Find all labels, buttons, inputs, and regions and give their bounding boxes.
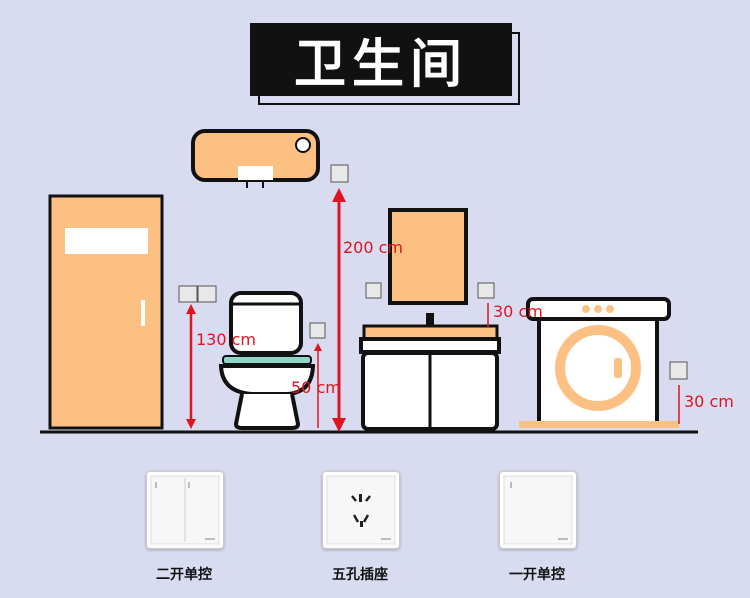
page-title: 卫生间	[250, 23, 512, 96]
toilet-socket-icon	[309, 322, 326, 339]
door-switch-height-label: 130 cm	[196, 330, 257, 349]
heater-switch-arrow	[332, 188, 346, 432]
heater-switch-icon	[330, 164, 349, 183]
door-icon	[48, 194, 164, 430]
washing-machine-icon	[519, 297, 679, 428]
water-heater-icon	[191, 129, 320, 188]
door-double-switch-icon	[178, 285, 217, 303]
mirror-socket-icon	[365, 282, 382, 299]
five-hole-socket-caption: 五孔插座	[332, 567, 388, 583]
five-hole-socket-icon	[326, 475, 396, 545]
heater-switch-height-label: 200 cm	[343, 238, 404, 257]
single-switch-caption: 一开单控	[509, 567, 565, 583]
five-hole-socket-card	[322, 471, 400, 549]
single-switch-icon	[503, 475, 573, 545]
toilet-socket-arrow	[314, 343, 322, 428]
washer-socket-height-label: 30 cm	[684, 392, 734, 411]
double-switch-card	[146, 471, 224, 549]
double-switch-caption: 二开单控	[156, 567, 212, 583]
vanity-socket-height-label: 30 cm	[493, 302, 543, 321]
vanity-cabinet-icon	[359, 324, 501, 431]
single-switch-card	[499, 471, 577, 549]
mirror-icon	[388, 208, 468, 305]
vanity-socket-icon	[477, 282, 495, 299]
door-switch-arrow	[186, 304, 196, 429]
washer-socket-icon	[669, 361, 688, 380]
toilet-icon	[218, 291, 316, 430]
double-switch-icon	[150, 475, 220, 545]
toilet-socket-height-label: 50 cm	[291, 378, 341, 397]
